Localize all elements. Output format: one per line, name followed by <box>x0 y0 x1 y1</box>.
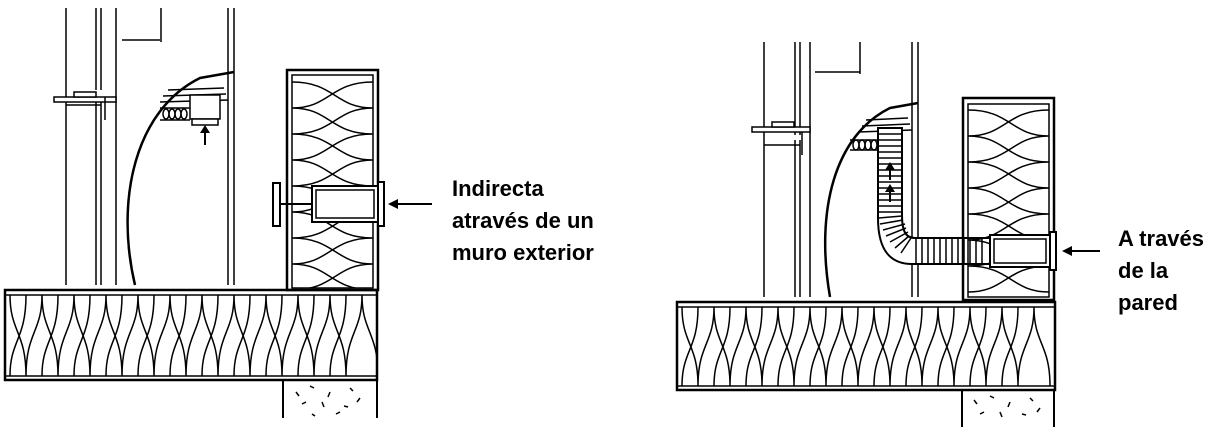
appliance-cabinet <box>53 8 235 285</box>
flexible-vent-hose <box>877 127 991 265</box>
right-vent-label: A través de la pared <box>1118 223 1204 319</box>
left-vent-label: Indirecta através de un muro exterior <box>452 173 594 269</box>
right-vent-label-line-3: pared <box>1118 290 1178 315</box>
airflow-up-arrow-upper <box>885 162 895 180</box>
vent-assembly <box>160 94 221 126</box>
appliance-cabinet <box>751 42 919 297</box>
foundation-concrete <box>961 390 1055 427</box>
exterior-wall <box>285 68 380 292</box>
left-pointer-arrow <box>388 199 432 209</box>
left-diagram <box>3 8 432 418</box>
floor-joist <box>3 288 379 382</box>
right-vent-label-line-2: de la <box>1118 258 1169 283</box>
foundation-concrete <box>282 380 378 418</box>
right-diagram <box>675 42 1100 427</box>
cutaway-curve <box>824 101 919 298</box>
airflow-up-arrow-lower <box>885 184 895 202</box>
wall-vent-terminal <box>989 231 1057 271</box>
right-vent-label-line-1: A través <box>1118 226 1205 251</box>
cutaway-curve <box>126 70 235 286</box>
floor-joist <box>675 300 1057 392</box>
exterior-wall <box>961 96 1056 302</box>
right-pointer-arrow <box>1062 246 1100 256</box>
wall-vent-terminal <box>272 181 385 227</box>
left-vent-label-line-2: através de un <box>452 208 594 233</box>
airflow-up-arrow <box>200 125 210 145</box>
left-vent-label-line-1: Indirecta <box>452 176 544 201</box>
left-vent-label-line-3: muro exterior <box>452 240 594 265</box>
